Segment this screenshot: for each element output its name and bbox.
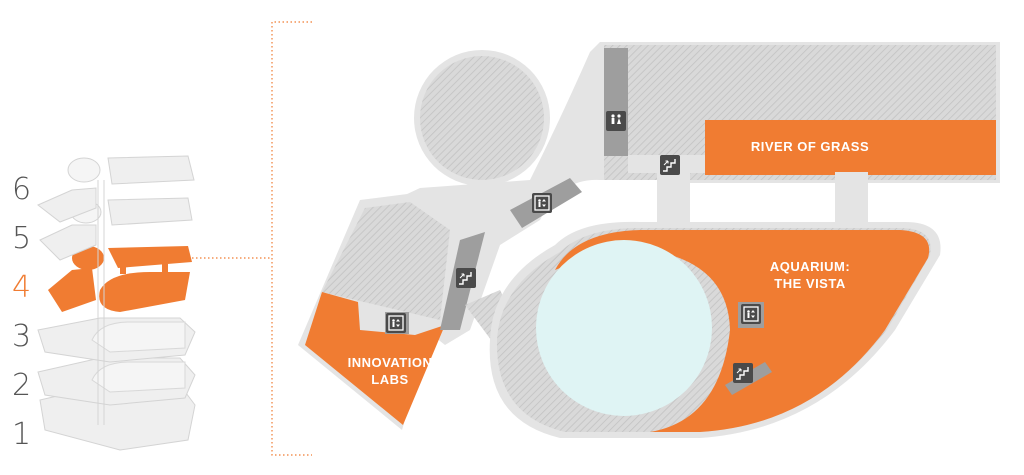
elevator-icon[interactable] — [741, 304, 761, 324]
innovation-labs-label[interactable]: INNOVATION LABS — [347, 355, 433, 387]
left-wing-hatch — [322, 202, 450, 320]
innovation-labs-room[interactable] — [305, 292, 445, 425]
stairs-icon[interactable] — [660, 155, 680, 175]
stairs-icon[interactable] — [456, 268, 476, 288]
floor-3-plate[interactable] — [37, 317, 196, 363]
restroom-block — [604, 48, 628, 156]
river-of-grass-label[interactable]: RIVER OF GRASS — [750, 139, 870, 154]
river-of-grass-room[interactable] — [705, 120, 996, 175]
elevator-icon[interactable] — [532, 193, 552, 213]
floor-number-3[interactable]: 3 — [12, 319, 32, 354]
aquarium-tank — [536, 240, 712, 416]
floor-number-1[interactable]: 1 — [12, 417, 32, 452]
floor-number-4[interactable]: 4 — [12, 270, 32, 305]
restroom-icon[interactable] — [606, 111, 626, 131]
floor-number-6[interactable]: 6 — [12, 172, 32, 207]
bracket-line — [271, 21, 312, 456]
elevator-icon[interactable] — [386, 313, 406, 333]
floor-6-plate[interactable] — [37, 155, 195, 223]
floor-number-2[interactable]: 2 — [12, 368, 32, 403]
rotunda — [420, 56, 544, 180]
aquarium-vista-room[interactable] — [555, 230, 930, 432]
stairs-icon[interactable] — [733, 363, 753, 383]
floor-2-plate[interactable] — [37, 357, 196, 406]
aquarium-label[interactable]: AQUARIUM: THE VISTA — [769, 259, 851, 291]
floor-number-5[interactable]: 5 — [12, 221, 32, 256]
floor-4-plate[interactable] — [48, 246, 192, 312]
